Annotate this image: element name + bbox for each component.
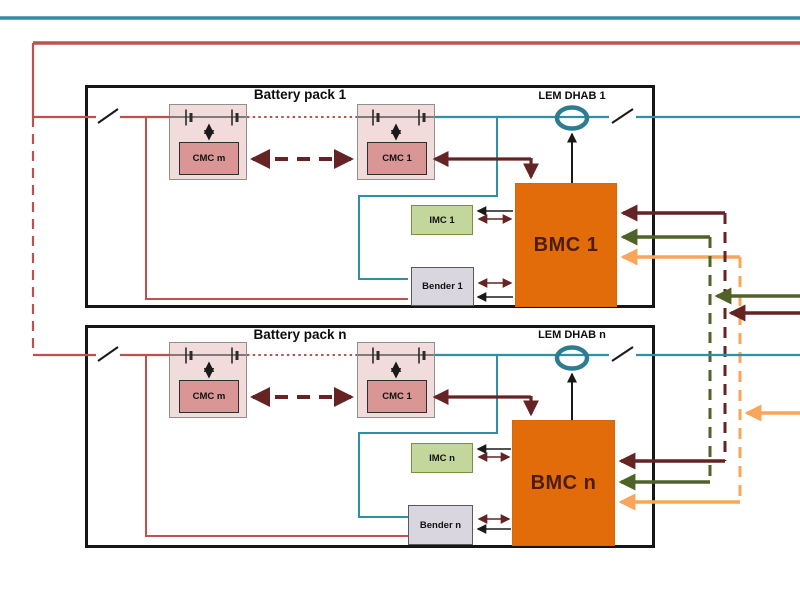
bender-label-packn: Bender n (419, 519, 462, 531)
cmc-1-label-pack1: CMC 1 (382, 153, 412, 164)
cmc-m-box-packn: CMC m (179, 380, 239, 413)
imc-label-packn: IMC n (429, 452, 455, 464)
cmc-1-label-packn: CMC 1 (382, 391, 412, 402)
battery-pack-1-title: Battery pack 1 (253, 87, 347, 102)
cmc-1-box-packn: CMC 1 (367, 380, 427, 413)
imc-label-pack1: IMC 1 (429, 214, 455, 226)
bmc-label-packn: BMC n (530, 471, 597, 494)
bmc-box-pack1: BMC 1 (515, 183, 617, 307)
bender-box-pack1: Bender 1 (411, 267, 474, 306)
battery-pack-n-title: Battery pack n (253, 327, 347, 342)
battery-pack-n-box (85, 325, 655, 548)
bender-box-packn: Bender n (408, 505, 473, 545)
cmc-m-label-pack1: CMC m (192, 153, 226, 164)
imc-box-packn: IMC n (411, 443, 473, 473)
cmc-m-box-pack1: CMC m (179, 142, 239, 175)
bmc-label-pack1: BMC 1 (533, 233, 599, 256)
cmc-1-box-pack1: CMC 1 (367, 142, 427, 175)
battery-pack-1-box (85, 85, 655, 308)
imc-box-pack1: IMC 1 (411, 205, 473, 235)
lem-dhab-label-pack1: LEM DHAB 1 (538, 90, 606, 102)
lem-dhab-label-packn: LEM DHAB n (538, 329, 606, 341)
cmc-m-label-packn: CMC m (192, 391, 226, 402)
bender-label-pack1: Bender 1 (422, 281, 463, 292)
bmc-box-packn: BMC n (512, 420, 615, 546)
